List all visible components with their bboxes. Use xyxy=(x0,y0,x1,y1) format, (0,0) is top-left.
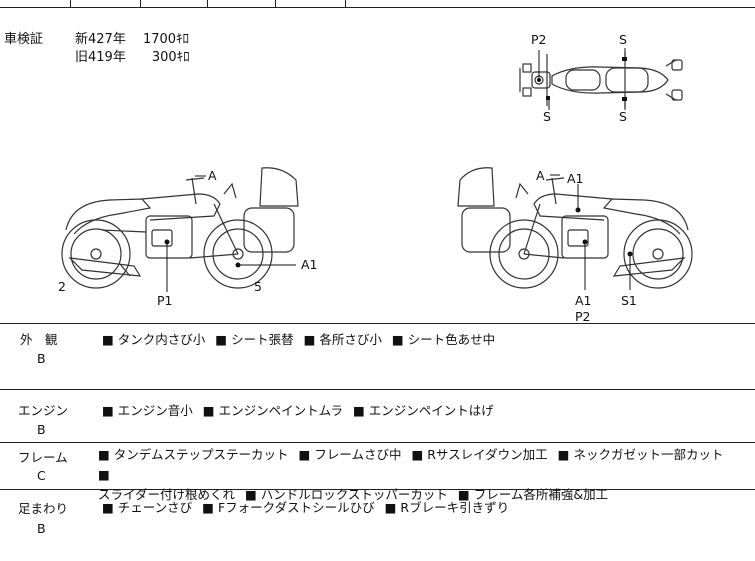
condition-item: ■ フレームさび中 xyxy=(298,447,402,462)
top-label-p2: P2 xyxy=(531,32,547,47)
condition-item: ■ チェーンさび xyxy=(102,500,193,515)
right-label-a1-upper: A1 xyxy=(567,171,584,186)
inspection-line-old: 旧419年 300ｷﾛ xyxy=(75,50,190,65)
top-label-s-front: S xyxy=(619,32,627,47)
section-grade: B xyxy=(37,422,46,437)
condition-item: スライダー付け根めくれ xyxy=(98,487,236,502)
right-label-s1: S1 xyxy=(621,293,637,308)
section-grade: B xyxy=(37,521,46,536)
condition-item: ■ タンク内さび小 xyxy=(102,332,206,347)
top-label-s-rear-right: S xyxy=(619,109,627,124)
inspection-line-new: 新427年 1700ｷﾛ xyxy=(75,32,190,47)
top-view-markers xyxy=(537,57,627,101)
section-title: エンジン xyxy=(18,403,69,418)
condition-item: ■ Rサスレイダウン加工 xyxy=(411,447,548,462)
section-title: 外 観 xyxy=(20,332,58,347)
left-label-a: A xyxy=(208,168,217,183)
section-items: ■ タンデムステップステーカット ■ フレームさび中 ■ Rサスレイダウン加工 … xyxy=(98,445,750,505)
condition-item: ■ シート色あせ中 xyxy=(391,332,496,347)
top-label-s-rear-left: S xyxy=(543,109,551,124)
condition-item: ■ エンジン音小 xyxy=(102,403,193,418)
condition-item: ■ Rブレーキ引きずり xyxy=(384,500,510,515)
right-side-view-bike xyxy=(457,167,693,289)
left-label-2: 2 xyxy=(58,279,66,294)
section-grade: B xyxy=(37,351,46,366)
left-label-a1: A1 xyxy=(301,257,318,272)
condition-item: ■ タンデムステップステーカット xyxy=(98,447,289,462)
right-label-a1-lower: A1 xyxy=(575,293,592,308)
condition-item: ■ xyxy=(98,467,110,482)
section-items: ■ エンジン音小 ■ エンジンペイントムラ ■ エンジンペイントはげ xyxy=(102,400,754,421)
right-label-a: A xyxy=(536,168,545,183)
condition-item: ■ エンジンペイントムラ xyxy=(202,403,343,418)
motorcycle-diagrams: P2 S S S xyxy=(58,32,693,324)
condition-item: ■ フレーム各所補強&加工 xyxy=(457,487,609,502)
condition-item: ■ エンジンペイントはげ xyxy=(352,403,494,418)
condition-item: ■ Fフォークダストシールひび xyxy=(202,500,375,515)
section-frame: フレーム C ■ タンデムステップステーカット ■ フレームさび中 ■ Rサスレ… xyxy=(0,443,755,502)
condition-item: ■ 各所さび小 xyxy=(303,332,382,347)
left-label-5: 5 xyxy=(254,279,262,294)
section-exterior: 外 観 B ■ タンク内さび小 ■ シート張替 ■ 各所さび小 ■ シート色あせ… xyxy=(0,324,755,390)
section-items: ■ チェーンさび ■ Fフォークダストシールひび ■ Rブレーキ引きずり xyxy=(102,497,754,518)
right-label-p2: P2 xyxy=(575,309,591,324)
condition-item: ■ ネックガゼット一部カット xyxy=(557,447,724,462)
section-title: フレーム xyxy=(18,450,68,465)
section-title: 足まわり xyxy=(18,501,69,516)
left-side-view-bike xyxy=(61,167,299,289)
condition-item: ■ ハンドルロックストッパーカット xyxy=(245,487,448,502)
header-row-fragment xyxy=(0,0,755,8)
section-grade: C xyxy=(37,468,46,483)
condition-item: ■ シート張替 xyxy=(215,332,294,347)
diagram-panel: 車検証 新427年 1700ｷﾛ 旧419年 300ｷﾛ xyxy=(0,8,755,324)
section-items: ■ タンク内さび小 ■ シート張替 ■ 各所さび小 ■ シート色あせ中 xyxy=(102,329,754,350)
top-view-bike xyxy=(519,52,683,108)
vehicle-inspection-label: 車検証 xyxy=(4,32,44,47)
left-label-p1: P1 xyxy=(157,293,173,308)
section-engine: エンジン B ■ エンジン音小 ■ エンジンペイントムラ ■ エンジンペイントは… xyxy=(0,390,755,443)
section-suspension: 足まわり B ■ チェーンさび ■ Fフォークダストシールひび ■ Rブレーキ引… xyxy=(0,490,755,561)
